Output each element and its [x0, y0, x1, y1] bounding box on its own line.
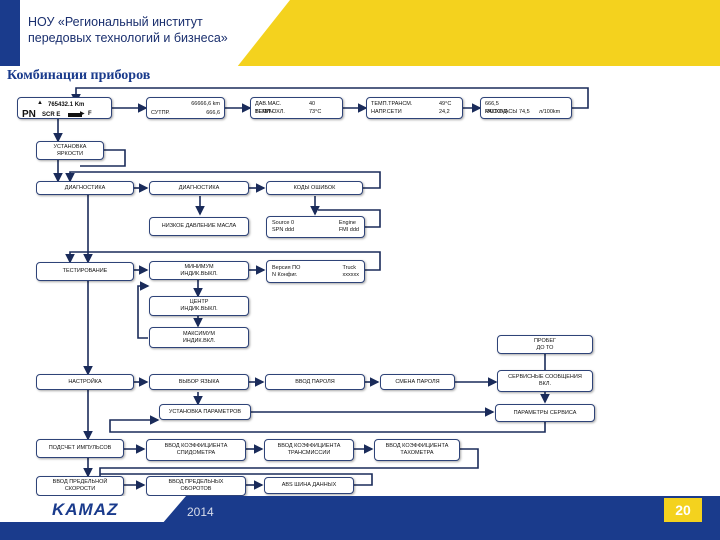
voltage-label: НАПР.СЕТИ	[371, 109, 402, 115]
node-diagnostics-root[interactable]: ДИАГНОСТИКА	[36, 181, 134, 195]
voltage-value: 24,2	[439, 109, 450, 115]
coolant-temp-value: 73°C	[309, 109, 322, 115]
screen-trip[interactable]: 66666,6 km СУТПР. 666,6	[146, 97, 225, 119]
footer-year: 2014	[187, 505, 214, 519]
trip-daily-value: 666,6	[206, 110, 220, 116]
node-parameter-setup[interactable]: УСТАНОВКА ПАРАМЕТРОВ	[159, 404, 251, 420]
oil-overlap-label: ВЕЛИЧ.	[255, 109, 276, 115]
gear-indicator: PN	[22, 109, 36, 119]
fuel-rate-label: РАСХОД	[485, 109, 507, 115]
node-abs-bus[interactable]: ABS ШИНА ДАННЫХ	[264, 477, 354, 494]
node-rpm-limit[interactable]: ВВОД ПРЕДЕЛЬНЫХ ОБОРОТОВ	[146, 476, 246, 496]
node-brightness[interactable]: УСТАНОВКА ЯРКОСТИ	[36, 141, 104, 160]
node-mileage-to-service[interactable]: ПРОБЕГ ДО ТО	[497, 335, 593, 354]
page-title: НОУ «Региональный институт передовых тех…	[28, 15, 228, 45]
kamaz-logo: KAMAZ	[52, 500, 119, 519]
engine-hours-value: 666,5	[485, 101, 499, 107]
fuel-rate-value: 74,5	[519, 109, 530, 115]
fuel-rate-unit: л/100km	[539, 109, 561, 115]
node-service-messages[interactable]: СЕРВИСНЫЕ СООБЩЕНИЯ ВКЛ.	[497, 370, 593, 392]
node-pulse-count[interactable]: ПОДСЧЕТ ИМПУЛЬСОВ	[36, 439, 124, 458]
node-tachometer-coef[interactable]: ВВОД КОЭФФИЦИЕНТА ТАХОМЕТРА	[374, 439, 460, 461]
trans-temp-label: ТЕМП.ТРАНСМ.	[371, 101, 413, 107]
node-low-oil-pressure[interactable]: НИЗКОЕ ДАВЛЕНИЕ МАСЛА	[149, 217, 249, 236]
screen-fuel[interactable]: 666,5 МОТОЧАСЫ РАСХОД 74,5 л/100km	[480, 97, 572, 119]
oil-pressure-value: 40	[309, 101, 316, 107]
oil-pressure-label: ДАВ.МАС.	[255, 101, 282, 107]
screen-transmission[interactable]: ТЕМП.ТРАНСМ. 49°C НАПР.СЕТИ 24,2	[366, 97, 463, 119]
header-title-panel	[0, 0, 290, 66]
trans-temp-value: 49°C	[439, 101, 452, 107]
trip-total: 66666,6 km	[191, 101, 220, 107]
node-service-parameters[interactable]: ПАРАМЕТРЫ СЕРВИСА	[495, 404, 595, 422]
node-diagnostics-sub[interactable]: ДИАГНОСТИКА	[149, 181, 249, 195]
node-center-indicator[interactable]: ЦЕНТР ИНДИК.ВЫКЛ.	[149, 296, 249, 316]
source-d: FMI ddd	[338, 227, 359, 233]
version-b: Truck	[342, 264, 357, 271]
node-max-indicator[interactable]: МАКСИМУМ ИНДИК.ВКЛ.	[149, 327, 249, 348]
version-a: Версия ПО	[272, 264, 301, 271]
engine-hours-label: МОТОЧАСЫ	[485, 109, 518, 115]
trip-daily-label: СУТПР.	[151, 110, 170, 116]
source-c: SPN ddd	[272, 227, 295, 233]
node-password-change[interactable]: СМЕНА ПАРОЛЯ	[380, 374, 455, 390]
footer-logo-panel	[0, 496, 186, 522]
odometer-value: 765432.1 Km	[48, 102, 85, 108]
coolant-temp-label: ТЕМП.ОХЛ.	[255, 109, 285, 115]
arrow-up-icon: ▲	[37, 100, 43, 106]
node-settings[interactable]: НАСТРОЙКА	[36, 374, 134, 390]
source-a: Source 0	[272, 220, 295, 226]
node-min-indicator[interactable]: МИНИМУМ ИНДИК.ВЫКЛ.	[149, 261, 249, 280]
node-speed-limit[interactable]: ВВОД ПРЕДЕЛЬНОЙ СКОРОСТИ	[36, 476, 124, 496]
header-accent-bar	[0, 0, 20, 66]
page-subtitle: Комбинации приборов	[7, 68, 151, 83]
node-testing[interactable]: ТЕСТИРОВАНИЕ	[36, 262, 134, 281]
node-error-codes[interactable]: КОДЫ ОШИБОК	[266, 181, 363, 195]
version-c: N Конфиг.	[272, 271, 298, 278]
screen-oil[interactable]: ДАВ.МАС. 40 ТЕМП.ОХЛ. ВЕЛИЧ. 73°C	[250, 97, 343, 119]
node-speedometer-coef[interactable]: ВВОД КОЭФФИЦИЕНТА СПИДОМЕТРА	[146, 439, 246, 461]
node-language-select[interactable]: ВЫБОР ЯЗЫКА	[149, 374, 249, 390]
scr-label: SCR E	[42, 112, 61, 118]
node-transmission-coef[interactable]: ВВОД КОЭФФИЦИЕНТА ТРАНСМИССИИ	[264, 439, 354, 461]
screen-odometer[interactable]: ▲ PN 765432.1 Km SCR E ▶ F	[17, 97, 112, 119]
source-b: Engine	[338, 220, 356, 226]
arrow-right-icon: ▶	[80, 111, 85, 117]
node-password-enter[interactable]: ВВОД ПАРОЛЯ	[265, 374, 365, 390]
scr-full-label: F	[88, 111, 92, 117]
page-number: 20	[664, 498, 702, 522]
version-d: xxxxxx	[342, 271, 360, 278]
scr-level-bar	[68, 113, 82, 117]
